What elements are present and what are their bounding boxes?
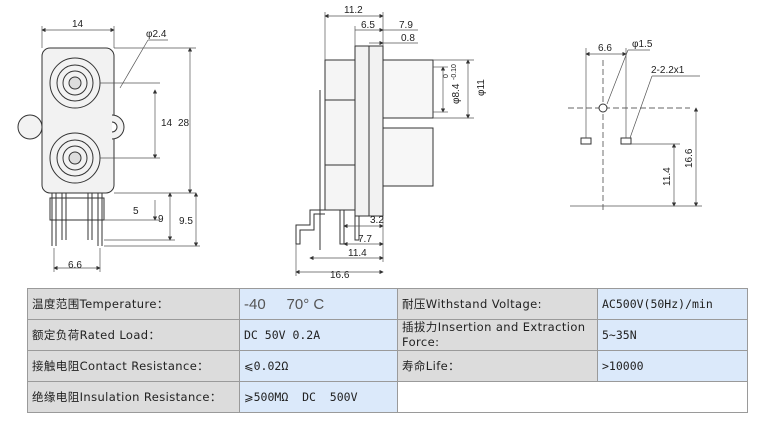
pcb-slot-dim: 2-2.2x1 <box>651 65 685 76</box>
side-dim-32: 3.2 <box>370 215 384 226</box>
mechanical-drawing: 14 φ2.4 14 28 5 9 9.5 6.6 <box>17 5 702 281</box>
insulation-resistance-value: ⩾500MΩ DC 500V <box>239 381 398 413</box>
pcb-dimensions <box>570 48 702 207</box>
side-dim-166: 16.6 <box>330 270 350 281</box>
insulation-resistance-label: 绝缘电阻Insulation Resistance： <box>27 381 240 413</box>
rated-load-value: DC 50V 0.2A <box>239 319 398 351</box>
rated-load-label: 额定负荷Rated Load： <box>27 319 240 351</box>
pcb-dim-166: 16.6 <box>684 148 695 168</box>
life-label: 寿命Life： <box>397 350 598 382</box>
insertion-force-label-line2: Force: <box>402 335 440 349</box>
contact-resistance-label: 接触电阻Contact Resistance： <box>27 350 240 382</box>
front-pin-spacing-dim: 6.6 <box>68 260 82 271</box>
side-dimensions <box>295 12 474 276</box>
side-depth-dim: 11.2 <box>344 5 363 16</box>
empty-cell <box>397 381 748 413</box>
insertion-force-label-line1: 插拔力Insertion and Extraction <box>402 320 586 335</box>
insertion-force-label: 插拔力Insertion and Extraction Force: <box>397 319 598 351</box>
side-pin-diam-dim: φ8.4 <box>451 83 462 104</box>
spec-table: 温度范围Temperature： -40 70° C 耐压Withstand V… <box>27 288 748 413</box>
table-row: 额定负荷Rated Load： DC 50V 0.2A 插拔力Insertion… <box>27 319 748 351</box>
table-row: 温度范围Temperature： -40 70° C 耐压Withstand V… <box>27 288 748 320</box>
life-value: >10000 <box>597 350 748 382</box>
side-dim-08: 0.8 <box>401 33 415 44</box>
pcb-slot-left <box>580 137 592 145</box>
side-dimension-labels: 11.2 6.5 7.9 0.8 φ8.4 0 -0.10 φ11 3.2 7.… <box>330 5 487 281</box>
front-pitch-dim: 14 <box>161 118 173 129</box>
front-hole-dim: φ2.4 <box>146 29 167 40</box>
contact-resistance-value: ⩽0.02Ω <box>239 350 398 382</box>
side-view <box>295 45 434 250</box>
front-width-dim: 14 <box>72 19 84 30</box>
insertion-force-value: 5∼35N <box>597 319 748 351</box>
side-outer-diam-dim: φ11 <box>476 79 487 96</box>
pcb-spacing-dim: 6.6 <box>598 43 612 54</box>
front-pin-dim-b: 9 <box>158 214 164 225</box>
side-dim-79: 7.9 <box>399 20 413 31</box>
pcb-dim-114: 11.4 <box>662 167 673 186</box>
withstand-voltage-value: AC500V(50Hz)/min <box>597 288 748 320</box>
front-pin-dim-c: 9.5 <box>179 216 193 227</box>
front-dimension-labels: 14 φ2.4 14 28 5 9 9.5 6.6 <box>68 19 193 271</box>
side-dim-65: 6.5 <box>361 20 375 31</box>
table-row: 接触电阻Contact Resistance： ⩽0.02Ω 寿命Life： >… <box>27 350 748 382</box>
front-height-dim: 28 <box>178 118 190 129</box>
pcb-dimension-labels: 6.6 φ1.5 2-2.2x1 11.4 16.6 <box>598 39 695 186</box>
side-pin-tol-lower: -0.10 <box>451 64 458 80</box>
table-row: 绝缘电阻Insulation Resistance： ⩾500MΩ DC 500… <box>27 381 748 413</box>
front-pin-dim-a: 5 <box>133 206 139 217</box>
pcb-slot-right <box>620 137 632 145</box>
front-view <box>17 47 125 246</box>
side-dim-77: 7.7 <box>358 234 372 245</box>
front-dimensions <box>41 26 200 272</box>
withstand-voltage-label: 耐压Withstand Voltage: <box>397 288 598 320</box>
temperature-value: -40 70° C <box>239 288 398 320</box>
side-pin-tol-upper: 0 <box>443 74 450 78</box>
pcb-hole <box>598 103 608 113</box>
temperature-label: 温度范围Temperature： <box>27 288 240 320</box>
side-dim-114: 11.4 <box>348 248 367 259</box>
pcb-hole-dim: φ1.5 <box>632 39 653 50</box>
